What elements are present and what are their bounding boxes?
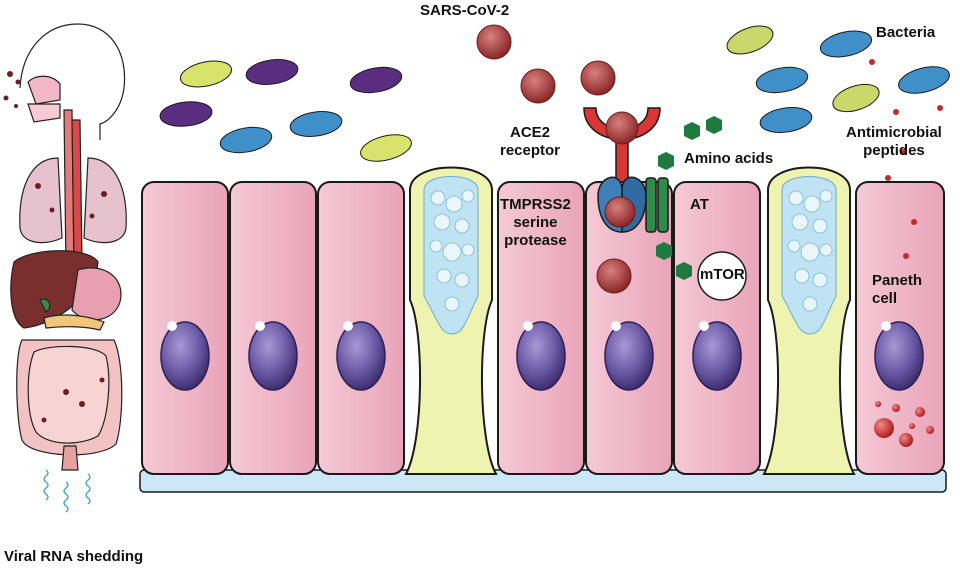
bacterium <box>245 59 299 85</box>
virus-particle <box>580 60 616 96</box>
bacteria-label: Bacteria <box>876 24 936 41</box>
viral-rna-shedding-label: Viral RNA shedding <box>4 548 144 565</box>
bacterium <box>819 30 873 58</box>
bacterium <box>832 83 880 113</box>
esophagus <box>71 119 83 263</box>
amino-acids-label: Amino acids <box>684 150 774 167</box>
bacterium <box>759 107 813 133</box>
goblet-cells <box>404 166 856 475</box>
rectum <box>61 445 79 471</box>
bacterium <box>219 126 273 154</box>
bacterium <box>726 25 774 55</box>
nucleus-highlights <box>167 321 891 331</box>
human-body-figure <box>10 23 127 471</box>
rna-squiggles <box>43 469 91 513</box>
virus-particle <box>604 196 636 228</box>
nucleus <box>248 321 298 391</box>
virus-particle <box>520 68 556 104</box>
at-label: AT <box>690 196 709 213</box>
nucleus <box>874 321 924 391</box>
nucleus <box>336 321 386 391</box>
body-virus-markers <box>3 71 107 423</box>
stomach <box>71 267 122 321</box>
bacterium <box>898 66 950 94</box>
paneth-cell-label: Paneth cell <box>872 272 923 307</box>
virus-particle <box>605 111 639 145</box>
nucleus <box>604 321 654 391</box>
amino-acid-transporter <box>645 177 669 233</box>
nucleus <box>516 321 566 391</box>
tmprss2-label: TMPRSS2 serine protease <box>500 196 571 249</box>
sars-cov-2-virions <box>476 24 639 294</box>
head-outline <box>19 23 126 140</box>
mtor-complex <box>697 251 747 301</box>
ace2-receptor-label: ACE2 receptor <box>500 124 561 159</box>
bacterium <box>349 66 403 94</box>
sars-cov-2-label: SARS-CoV-2 <box>420 2 510 19</box>
amino-acid-molecules <box>656 116 722 280</box>
nucleus <box>692 321 742 391</box>
bacterium <box>159 101 213 127</box>
bacterium <box>179 60 233 88</box>
nucleus <box>160 321 210 391</box>
virus-particle <box>596 258 632 294</box>
bacterium <box>289 111 343 137</box>
paneth-granules <box>874 401 934 447</box>
mouth-cavity <box>27 103 61 123</box>
antimicrobial-peptide-dots <box>869 59 943 259</box>
left-lung <box>19 157 63 244</box>
small-intestine <box>27 345 110 444</box>
virus-particle <box>476 24 512 60</box>
bacteria-group <box>159 25 950 162</box>
cell-nuclei <box>160 321 924 391</box>
antimicrobial-peptides-label: Antimicrobial peptides <box>846 124 942 159</box>
pancreas <box>43 314 105 331</box>
gallbladder <box>39 298 51 313</box>
mtor-label: mTOR <box>700 266 745 283</box>
bacterium <box>755 66 809 94</box>
bacterium <box>360 134 412 162</box>
mucus-bubbles <box>429 189 833 312</box>
nasal-cavity <box>27 75 61 105</box>
right-lung <box>83 157 127 244</box>
